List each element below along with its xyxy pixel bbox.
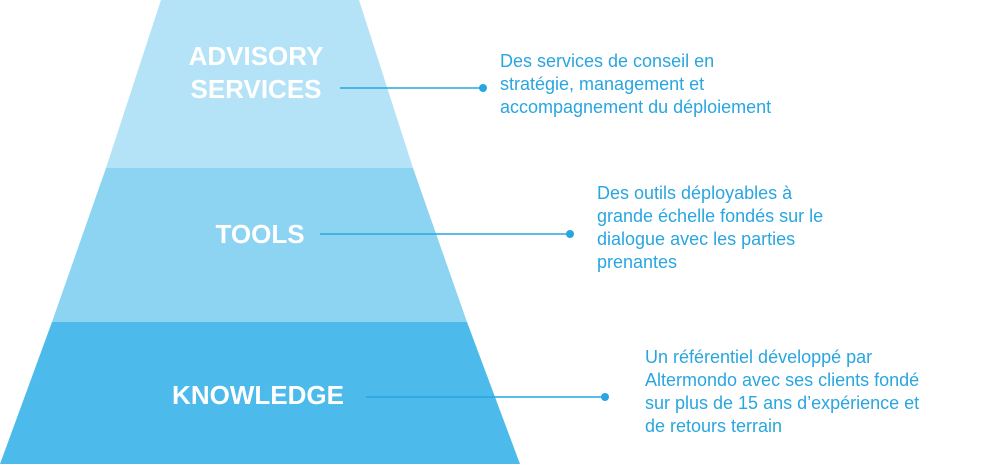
description-line: Des services de conseil en — [500, 51, 715, 71]
description-line: de retours terrain — [645, 416, 783, 436]
description-line: dialogue avec les parties — [597, 229, 796, 249]
tier-label-advisory: ADVISORY SERVICES — [156, 40, 356, 105]
description-line: Des outils déployables à — [597, 183, 793, 203]
tier-label-line: TOOLS — [215, 219, 305, 249]
tier-label-line: KNOWLEDGE — [172, 380, 344, 410]
description-line: Altermondo avec ses clients fondé — [645, 370, 920, 390]
description-line: prenantes — [597, 252, 678, 272]
pyramid-tier-knowledge — [0, 322, 520, 464]
tier-label-line: ADVISORY — [188, 41, 324, 71]
description-knowledge: Un référentiel développé par Altermondo … — [645, 346, 995, 438]
description-tools: Des outils déployables à grande échelle … — [597, 182, 927, 274]
connector-dot-tools — [566, 230, 574, 238]
description-line: Un référentiel développé par — [645, 347, 873, 367]
description-line: grande échelle fondés sur le — [597, 206, 824, 226]
description-line: sur plus de 15 ans d’expérience et — [645, 393, 920, 413]
description-line: stratégie, management et — [500, 74, 705, 94]
pyramid-tier-tools — [52, 168, 467, 322]
tier-label-line: SERVICES — [190, 73, 322, 104]
description-advisory: Des services de conseil en stratégie, ma… — [500, 50, 860, 119]
tier-label-tools: TOOLS — [200, 218, 320, 251]
connector-dot-knowledge — [601, 393, 609, 401]
connector-dot-advisory — [479, 84, 487, 92]
description-line: accompagnement du déploiement — [500, 97, 772, 117]
tier-label-knowledge: KNOWLEDGE — [150, 379, 366, 412]
pyramid-tier-advisory — [106, 0, 413, 168]
